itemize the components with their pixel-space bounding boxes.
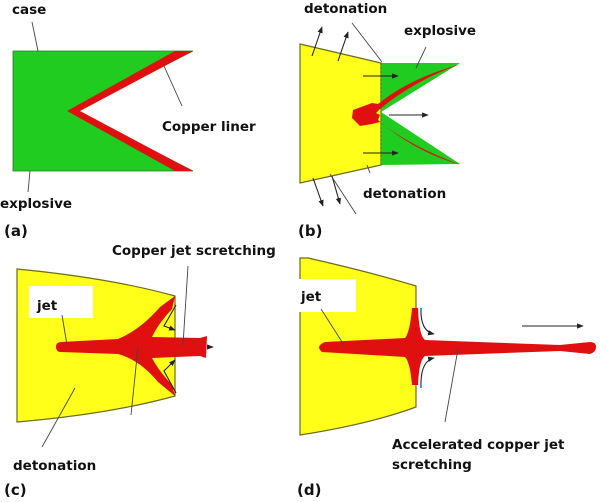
flow-arrow-lower xyxy=(420,356,435,389)
panel-b: detonation explosive detonation (b) xyxy=(298,1,476,240)
flow-arrow-upper xyxy=(420,307,435,336)
detonation-leader xyxy=(41,387,76,448)
label-copper-jet-scretching: Copper jet scretching xyxy=(112,243,276,259)
panel-label-c: (c) xyxy=(4,481,27,499)
arrow-expansion xyxy=(331,175,341,205)
label-accelerated-line2: scretching xyxy=(392,457,472,473)
jet-leader xyxy=(320,308,345,346)
flow-arrow-lower xyxy=(163,359,177,394)
label-detonation-bottom: detonation xyxy=(363,186,446,202)
arrow-expansion xyxy=(312,177,324,207)
detonation-top-leader xyxy=(351,22,383,63)
detonation-bottom-leader xyxy=(366,164,371,174)
jet-label-box xyxy=(298,279,356,312)
explosive-remaining xyxy=(381,63,460,165)
flow-arrow-upper xyxy=(163,304,177,331)
label-jet: jet xyxy=(36,298,58,314)
panel-d: jet Accelerated copper jet scretching (d… xyxy=(297,257,596,499)
case-leader-line xyxy=(31,21,39,52)
label-copper-liner: Copper liner xyxy=(162,119,256,135)
accelerated-leader xyxy=(444,348,459,423)
label-explosive: explosive xyxy=(0,196,72,212)
collapsing-liner xyxy=(352,64,461,165)
panel-label-a: (a) xyxy=(4,222,28,240)
liner-leader-line xyxy=(163,65,183,107)
copper-jet xyxy=(56,296,207,396)
explosive-leader-line xyxy=(27,170,31,193)
label-detonation-top: detonation xyxy=(304,1,387,17)
panel-label-d: (d) xyxy=(297,481,321,499)
explosive-body xyxy=(12,50,194,172)
arrow-expansion xyxy=(337,31,349,62)
jet-body-leader xyxy=(130,346,139,416)
label-accelerated-line1: Accelerated copper jet xyxy=(392,437,565,453)
label-explosive: explosive xyxy=(404,23,476,39)
panel-label-b: (b) xyxy=(298,222,322,240)
panel-c: jet Copper jet scretching detonation (c) xyxy=(4,243,276,499)
detonation-bottom-leader xyxy=(329,173,357,215)
explosive-leader xyxy=(415,46,427,69)
scretching-leader xyxy=(182,265,189,346)
accelerated-copper-jet xyxy=(319,308,596,385)
label-detonation: detonation xyxy=(13,458,96,474)
panel-a: case Copper liner explosive (a) xyxy=(0,2,256,240)
label-case: case xyxy=(12,2,46,18)
jet-leader xyxy=(61,314,68,346)
arrow-expansion xyxy=(311,26,323,57)
jet-label-box xyxy=(29,286,93,318)
label-jet: jet xyxy=(300,289,322,305)
